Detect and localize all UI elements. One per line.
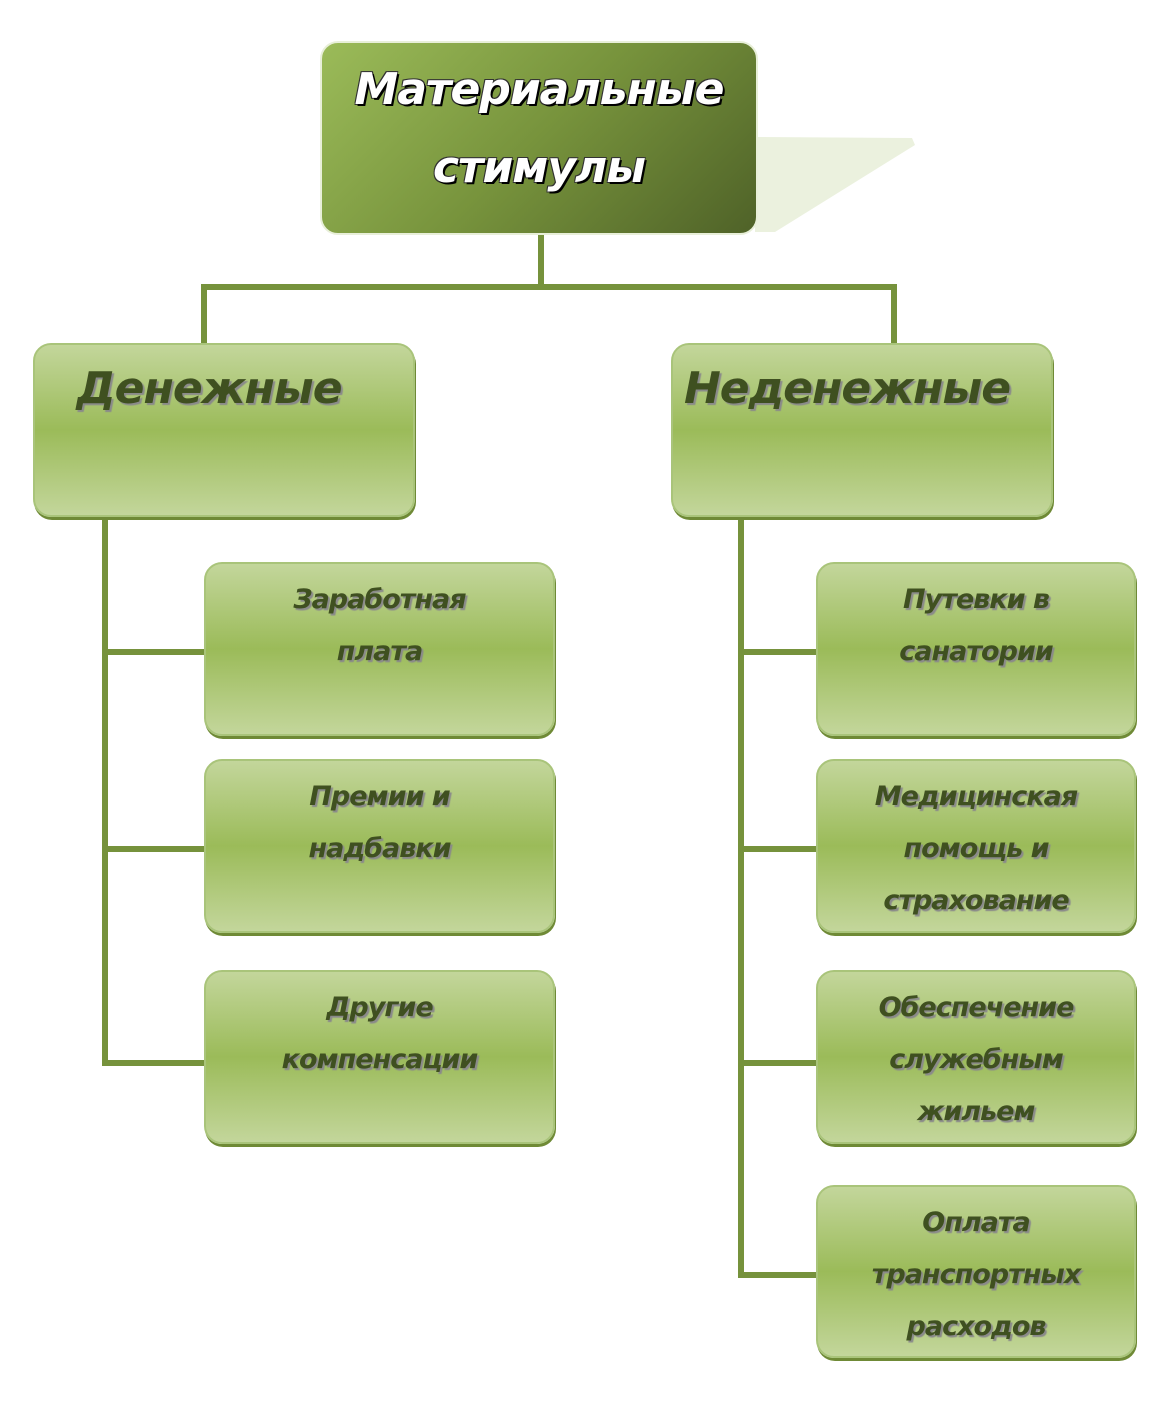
- node-salary: Заработная плата: [204, 562, 555, 736]
- connector: [738, 846, 818, 852]
- connector: [102, 649, 206, 655]
- connector: [102, 517, 108, 1066]
- node-transport-expenses: Оплата транспортных расходов: [816, 1185, 1136, 1358]
- node-label: Обеспечение служебным жильем: [878, 992, 1075, 1127]
- node-label: Оплата транспортных расходов: [871, 1207, 1082, 1342]
- root-shadow: [755, 137, 915, 232]
- node-label: Другие компенсации: [281, 992, 479, 1075]
- node-sanatorium-vouchers: Путевки в санатории: [816, 562, 1136, 736]
- node-label: Заработная плата: [293, 584, 466, 667]
- connector: [201, 284, 897, 290]
- node-label: Денежные: [76, 363, 342, 414]
- node-monetary: Денежные: [33, 343, 415, 517]
- node-medical-insurance: Медицинская помощь и страхование: [816, 759, 1136, 933]
- node-label: Неденежные: [683, 363, 1011, 414]
- node-label: Премии и надбавки: [308, 781, 451, 864]
- node-bonuses: Премии и надбавки: [204, 759, 555, 933]
- connector: [738, 517, 744, 1278]
- connector: [738, 1272, 818, 1278]
- connector: [738, 649, 818, 655]
- root-node: Материальные стимулы: [320, 41, 758, 235]
- node-housing: Обеспечение служебным жильем: [816, 970, 1136, 1144]
- connector: [538, 235, 544, 290]
- connector: [102, 1060, 206, 1066]
- connector: [738, 1060, 818, 1066]
- node-other-compensation: Другие компенсации: [204, 970, 555, 1144]
- node-label: Путевки в санатории: [899, 584, 1053, 667]
- node-label: Медицинская помощь и страхование: [874, 781, 1078, 916]
- connector: [201, 284, 207, 344]
- node-non-monetary: Неденежные: [671, 343, 1053, 517]
- root-label: Материальные стимулы: [354, 64, 725, 193]
- connector: [102, 846, 206, 852]
- connector: [891, 284, 897, 344]
